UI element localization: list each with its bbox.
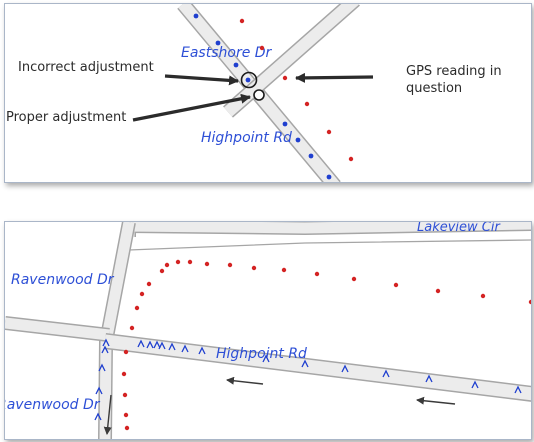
gps-point	[123, 349, 129, 355]
snapped-chevron	[181, 344, 189, 353]
snapped-chevron	[471, 380, 479, 389]
snapped-chevron	[262, 354, 270, 363]
street-label-ravenwood-top: Ravenwood Dr	[11, 272, 115, 288]
top-map-panel: Eastshore Dr Highpoint Rd	[4, 3, 532, 183]
gps-point	[146, 281, 152, 287]
snapped-chevron	[153, 340, 161, 349]
snapped-point	[215, 40, 221, 46]
street-label-eastshore: Eastshore Dr	[181, 45, 273, 61]
snapped-point	[326, 174, 332, 180]
snapped-chevron	[158, 341, 166, 350]
gps-point	[251, 265, 257, 271]
gps-point	[435, 288, 441, 294]
gps-point	[528, 299, 531, 305]
snapped-chevron	[425, 374, 433, 383]
gps-point	[159, 268, 165, 274]
gps-reading-label-line2: question	[406, 81, 462, 96]
snapped-chevron	[168, 342, 176, 351]
snapped-point	[245, 77, 251, 83]
snapped-chevron	[341, 364, 349, 373]
gps-point	[134, 305, 140, 311]
gps-point	[129, 325, 135, 331]
snapped-chevron	[98, 363, 106, 372]
gps-point	[124, 425, 130, 431]
bottom-map-panel: Lakeview Cir Ravenwood Dr Ravenwood Dr H…	[4, 221, 532, 440]
snapped-chevron	[101, 345, 109, 354]
proper-adjustment-marker	[253, 89, 265, 101]
top-map-canvas: Eastshore Dr Highpoint Rd	[6, 4, 502, 182]
street-label-lakeview: Lakeview Cir	[417, 222, 501, 235]
proper-adjustment-label: Proper adjustment	[6, 110, 126, 125]
bottom-map-canvas: Lakeview Cir Ravenwood Dr Ravenwood Dr H…	[5, 222, 531, 439]
proper-adjustment-arrow	[132, 93, 251, 122]
incorrect-adjustment-marker	[240, 71, 258, 89]
direction-arrow-icon	[103, 394, 112, 435]
gps-point	[304, 101, 310, 107]
gps-points	[121, 259, 531, 431]
gps-point	[187, 259, 193, 265]
direction-arrow-icon	[416, 396, 456, 405]
gps-point	[259, 45, 265, 51]
gps-point	[164, 262, 170, 268]
gps-point	[175, 259, 181, 265]
gps-point	[239, 18, 245, 24]
snapped-point	[233, 62, 239, 68]
gps-point	[122, 392, 128, 398]
road-west-spur	[5, 316, 110, 342]
street-label-highpoint: Highpoint Rd	[216, 346, 307, 362]
gps-points	[239, 18, 354, 162]
snapped-chevron	[102, 338, 110, 347]
gps-point	[314, 271, 320, 277]
gps-point	[351, 276, 357, 282]
gps-point	[139, 291, 145, 297]
gps-point	[123, 412, 129, 418]
gps-point	[480, 293, 486, 299]
snapped-chevron	[94, 412, 102, 421]
gps-point	[393, 282, 399, 288]
gps-point	[348, 156, 354, 162]
snapped-point	[295, 137, 301, 143]
snapped-chevron	[198, 346, 206, 355]
snapped-chevron	[137, 339, 145, 348]
snapped-points	[193, 13, 332, 180]
gps-point	[204, 261, 210, 267]
snapped-chevron	[382, 369, 390, 378]
gps-point	[326, 129, 332, 135]
road-highpoint	[104, 333, 531, 402]
gps-point	[227, 262, 233, 268]
direction-arrow-icon	[226, 376, 264, 385]
gps-point	[281, 267, 287, 273]
snapped-chevron	[95, 386, 103, 395]
gps-reading-label-line1: GPS reading in	[406, 64, 502, 79]
incorrect-adjustment-arrow	[164, 74, 239, 86]
incorrect-adjustment-label: Incorrect adjustment	[18, 60, 154, 75]
snapped-chevron	[146, 340, 154, 349]
road-lakeview-inner	[128, 239, 531, 251]
snapped-point	[308, 153, 314, 159]
street-label-ravenwood-bottom: Ravenwood Dr	[5, 397, 101, 413]
gps-reading-arrow	[295, 72, 374, 83]
gps-point	[282, 75, 288, 81]
snapped-chevron	[514, 385, 522, 394]
snapped-point	[193, 13, 199, 19]
snapped-chevron	[301, 359, 309, 368]
street-label-highpoint: Highpoint Rd	[201, 130, 292, 146]
gps-point	[121, 371, 127, 377]
snapped-chevrons	[94, 338, 522, 421]
road-diagonal	[223, 4, 360, 118]
snapped-point	[282, 121, 288, 127]
